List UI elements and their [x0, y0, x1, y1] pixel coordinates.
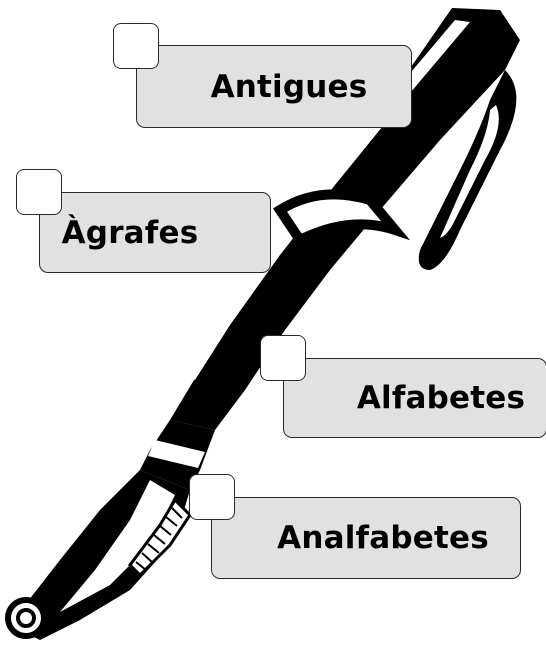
- checkbox-agrafes[interactable]: [16, 169, 62, 215]
- checkbox-alfabetes[interactable]: [260, 335, 306, 381]
- option-agrafes[interactable]: Àgrafes: [39, 192, 271, 273]
- option-label: Alfabetes: [357, 380, 525, 416]
- option-label: Àgrafes: [62, 215, 199, 251]
- option-analfabetes[interactable]: Analfabetes: [211, 497, 521, 579]
- checkbox-antigues[interactable]: [113, 23, 159, 69]
- option-label: Antigues: [211, 69, 368, 105]
- pen-nib-tip-inner: [18, 610, 34, 626]
- option-antigues[interactable]: Antigues: [136, 45, 412, 128]
- checkbox-analfabetes[interactable]: [189, 474, 235, 520]
- option-label: Analfabetes: [277, 520, 489, 556]
- option-alfabetes[interactable]: Alfabetes: [283, 358, 546, 438]
